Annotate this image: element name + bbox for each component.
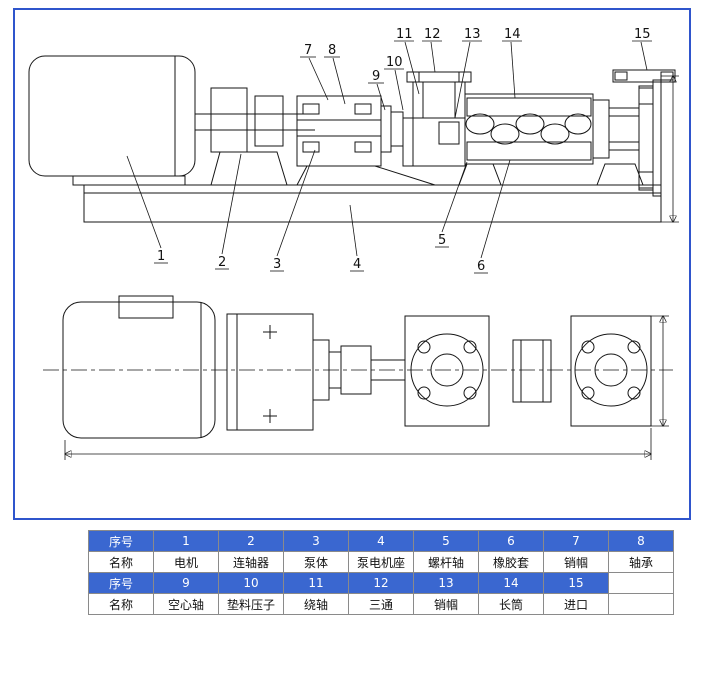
- part-name-cell: 泵电机座: [348, 551, 414, 573]
- part-number-cell: 15: [543, 572, 609, 594]
- part-number-cell: 11: [283, 572, 349, 594]
- part-name-cell: 空心轴: [153, 593, 219, 615]
- part-name-cell: 绕轴: [283, 593, 349, 615]
- part-name-cell: 连轴器: [218, 551, 284, 573]
- part-number-cell: 14: [478, 572, 544, 594]
- callout-11: 11: [396, 27, 413, 42]
- part-name-cell: 泵体: [283, 551, 349, 573]
- part-number-cell: 9: [153, 572, 219, 594]
- row-label: 序号: [88, 530, 154, 552]
- discharge-end: [592, 69, 676, 197]
- part-name-cell: 销帼: [543, 551, 609, 573]
- packing-gland: [380, 105, 404, 153]
- width-dimension: [651, 316, 669, 426]
- callouts-top: 7 8 9 10 11 12 13 14 15: [300, 27, 652, 119]
- part-name-cell: 进口: [543, 593, 609, 615]
- callout-9: 9: [372, 69, 380, 84]
- bearing-housing: [296, 95, 436, 186]
- parts-table: 序号 1 2 3 4 5 6 7 8 名称 电机 连轴器 泵体 泵电机座 螺杆轴…: [88, 530, 674, 615]
- base-plate: [83, 184, 662, 223]
- part-name-cell: [608, 593, 674, 615]
- motor-top: [62, 295, 216, 439]
- part-name-cell: 轴承: [608, 551, 674, 573]
- part-number-cell: 7: [543, 530, 609, 552]
- pump-side-view: 7 8 9 10 11 12 13 14 15: [28, 27, 679, 274]
- front-flange-top: [404, 315, 490, 427]
- suction-tee: [402, 71, 472, 167]
- row-label: 序号: [88, 572, 154, 594]
- callout-2: 2: [218, 255, 226, 270]
- part-name-cell: 橡胶套: [478, 551, 544, 573]
- part-name-cell: 垫料压子: [218, 593, 284, 615]
- length-dimension: [65, 428, 651, 460]
- part-number-cell: 10: [218, 572, 284, 594]
- part-number-cell: 4: [348, 530, 414, 552]
- stator-rotor: [458, 93, 594, 186]
- row-label: 名称: [88, 551, 154, 573]
- callout-15: 15: [634, 27, 651, 42]
- part-name-cell: 销帼: [413, 593, 479, 615]
- table-row-numbers-2: 序号 9 10 11 12 13 14 15: [88, 572, 674, 594]
- drawing-frame: 7 8 9 10 11 12 13 14 15: [13, 8, 691, 520]
- part-number-cell: 8: [608, 530, 674, 552]
- callout-7: 7: [304, 43, 312, 58]
- part-number-cell: 13: [413, 572, 479, 594]
- part-name-cell: 螺杆轴: [413, 551, 479, 573]
- table-row-names-1: 名称 电机 连轴器 泵体 泵电机座 螺杆轴 橡胶套 销帼 轴承: [88, 551, 674, 573]
- callout-12: 12: [424, 27, 441, 42]
- part-name-cell: 三通: [348, 593, 414, 615]
- callout-3: 3: [273, 257, 281, 272]
- coupling: [195, 87, 315, 186]
- callout-5: 5: [438, 233, 446, 248]
- callout-10: 10: [386, 55, 403, 70]
- callout-8: 8: [328, 43, 336, 58]
- mid-barrel-top: [512, 339, 552, 403]
- height-dimension: [661, 76, 679, 222]
- part-number-cell: 3: [283, 530, 349, 552]
- parts-table-container: 序号 1 2 3 4 5 6 7 8 名称 电机 连轴器 泵体 泵电机座 螺杆轴…: [88, 530, 674, 615]
- pump-top-view: [43, 295, 673, 460]
- part-number-cell: 1: [153, 530, 219, 552]
- callouts-bottom: 1 2 3 4 5 6: [126, 149, 511, 274]
- motor-side: [28, 55, 196, 186]
- table-row-names-2: 名称 空心轴 垫料压子 绕轴 三通 销帼 长筒 进口: [88, 593, 674, 615]
- row-label: 名称: [88, 593, 154, 615]
- rear-flange-top: [570, 315, 652, 427]
- callout-13: 13: [464, 27, 481, 42]
- part-number-cell: 12: [348, 572, 414, 594]
- callout-1: 1: [157, 249, 165, 264]
- callout-4: 4: [353, 257, 361, 272]
- pump-assembly-drawing: 7 8 9 10 11 12 13 14 15: [28, 27, 679, 460]
- table-row-numbers-1: 序号 1 2 3 4 5 6 7 8: [88, 530, 674, 552]
- part-number-cell: [608, 572, 674, 594]
- part-name-cell: 电机: [153, 551, 219, 573]
- part-number-cell: 2: [218, 530, 284, 552]
- coupling-guard-top: [226, 313, 314, 431]
- part-number-cell: 5: [413, 530, 479, 552]
- part-name-cell: 长筒: [478, 593, 544, 615]
- part-number-cell: 6: [478, 530, 544, 552]
- callout-6: 6: [477, 259, 485, 274]
- callout-14: 14: [504, 27, 521, 42]
